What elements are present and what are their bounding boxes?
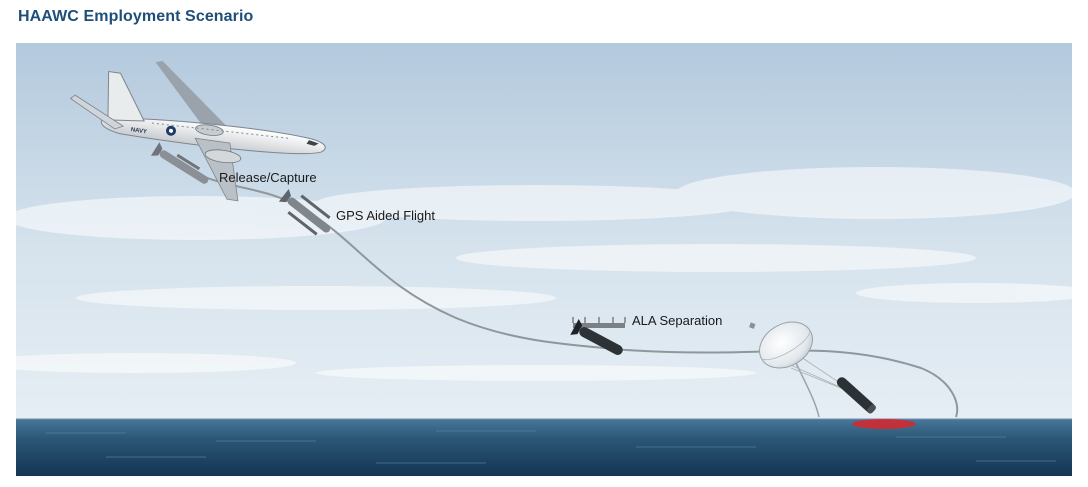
impact-marker [852, 419, 916, 429]
clouds [16, 167, 1072, 381]
scenario-illustration: NAVY [16, 43, 1072, 476]
sea [16, 419, 1072, 476]
label-release-capture: Release/Capture [219, 170, 317, 185]
label-ala-separation: ALA Separation [632, 313, 723, 328]
weapon-gps-flight [278, 188, 331, 236]
waves [46, 430, 1056, 464]
ala-debris [749, 322, 756, 329]
aircraft-marking: NAVY [130, 127, 147, 135]
diagram-title: HAAWC Employment Scenario [18, 8, 254, 25]
weapon-descent [836, 377, 876, 414]
weapon-ala-separation [570, 318, 623, 355]
weapon-release [150, 142, 209, 184]
ala-wing-kit [572, 317, 626, 328]
aircraft: NAVY [69, 60, 326, 202]
parachute [759, 321, 813, 369]
scenario-graphic: NAVY [16, 43, 1072, 476]
label-gps-aided-flight: GPS Aided Flight [336, 208, 435, 223]
